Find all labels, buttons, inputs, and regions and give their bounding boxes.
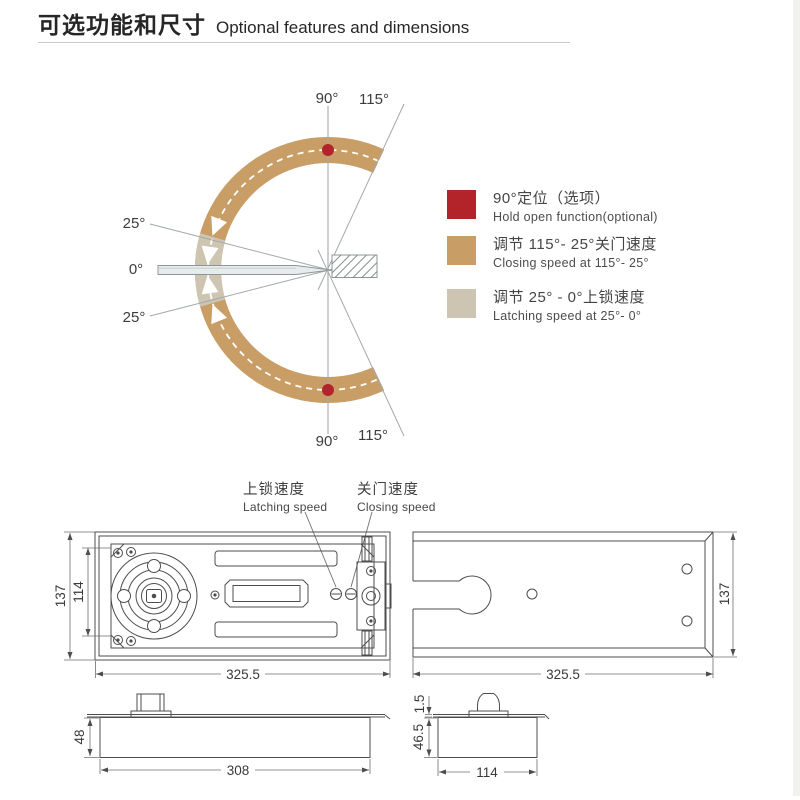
dim-side-width: 308 bbox=[227, 763, 250, 778]
latching-callout-en: Latching speed bbox=[243, 500, 328, 514]
plan-view-body bbox=[94, 531, 392, 661]
legend-item-latching-speed: 调节 25° - 0°上锁速度 Latching speed at 25°- 0… bbox=[447, 289, 645, 323]
dim-side-height: 48 bbox=[72, 729, 87, 744]
page-title-en: Optional features and dimensions bbox=[216, 18, 470, 37]
body-screw bbox=[210, 590, 220, 600]
dim-end-height: 46.5 bbox=[411, 724, 426, 750]
latching-speed-callout: 上锁速度 Latching speed bbox=[243, 478, 327, 514]
hold-open-dot-top bbox=[322, 144, 334, 156]
hold-open-swatch bbox=[447, 190, 476, 219]
label-0: 0° bbox=[129, 261, 143, 278]
legend-hold-open-zh: 90°定位（选项） bbox=[493, 190, 611, 207]
end-elevation bbox=[433, 693, 550, 758]
dim-cover-height: 137 bbox=[717, 583, 732, 606]
spindle-assembly bbox=[110, 552, 198, 640]
line-25deg-upper bbox=[149, 223, 334, 272]
plate-hole-bottom bbox=[681, 615, 693, 627]
end-spindle bbox=[477, 693, 500, 712]
dim-end-width: 114 bbox=[476, 765, 498, 780]
label-115-bottom: 115° bbox=[358, 427, 388, 444]
swing-path-dashed-line bbox=[207, 149, 380, 391]
upper-bar bbox=[214, 550, 338, 567]
dim-cover-width: 325.5 bbox=[546, 667, 580, 682]
door-leaf bbox=[157, 265, 332, 275]
closing-callout-en: Closing speed bbox=[357, 500, 436, 514]
plate-hole-center bbox=[526, 588, 538, 600]
plate-hole-top bbox=[681, 563, 693, 575]
label-90-top: 90° bbox=[316, 90, 339, 107]
dim-plan-inner-height: 114 bbox=[71, 581, 86, 603]
closing-speed-callout: 关门速度 Closing speed bbox=[357, 478, 436, 514]
legend-closing-en: Closing speed at 115°- 25° bbox=[493, 256, 649, 270]
latching-speed-screw bbox=[330, 588, 342, 600]
page-edge-shade bbox=[793, 0, 800, 796]
label-25-upper: 25° bbox=[123, 215, 146, 232]
angle-diagram: 90° 115° 25° 0° 25° 90° 115° bbox=[123, 90, 405, 450]
closing-speed-swatch bbox=[447, 236, 476, 265]
legend-latching-en: Latching speed at 25°- 0° bbox=[493, 309, 642, 323]
cover-plate-view bbox=[412, 531, 714, 658]
latching-callout-zh: 上锁速度 bbox=[243, 482, 305, 498]
page-title: 可选功能和尺寸 Optional features and dimensions bbox=[38, 6, 469, 40]
closing-callout-zh: 关门速度 bbox=[357, 482, 419, 498]
closing-speed-screw bbox=[345, 588, 357, 600]
legend-item-hold-open: 90°定位（选项） Hold open function(optional) bbox=[447, 190, 658, 224]
lower-bar bbox=[214, 621, 338, 638]
dimension-lines: 137 114 325.5 325.5 137 48 308 1.5 46.5 … bbox=[53, 531, 737, 780]
hold-open-dot-bottom bbox=[322, 384, 334, 396]
valve-block bbox=[356, 536, 392, 656]
middle-slot bbox=[224, 579, 309, 608]
dim-plan-outer-height: 137 bbox=[53, 585, 68, 608]
corner-screws bbox=[113, 547, 136, 646]
keyhole-slot bbox=[413, 575, 492, 615]
legend-item-closing-speed: 调节 115°- 25°关门速度 Closing speed at 115°- … bbox=[447, 236, 657, 270]
dim-plate-thickness: 1.5 bbox=[412, 695, 427, 714]
title-divider bbox=[38, 42, 570, 43]
legend-hold-open-en: Hold open function(optional) bbox=[493, 210, 658, 224]
label-25-lower: 25° bbox=[123, 309, 146, 326]
closing-speed-band bbox=[194, 137, 385, 403]
legend-closing-zh: 调节 115°- 25°关门速度 bbox=[493, 236, 657, 253]
legend-latching-zh: 调节 25° - 0°上锁速度 bbox=[493, 289, 646, 306]
side-elevation bbox=[87, 693, 391, 758]
frame-hatch-block bbox=[331, 254, 378, 278]
page-title-zh: 可选功能和尺寸 bbox=[38, 12, 206, 38]
dim-plan-width: 325.5 bbox=[226, 667, 260, 682]
latching-speed-swatch bbox=[447, 289, 476, 318]
label-90-bottom: 90° bbox=[316, 433, 339, 450]
direction-arrows bbox=[201, 215, 228, 325]
label-115-top: 115° bbox=[359, 91, 389, 108]
line-25deg-lower bbox=[149, 268, 334, 317]
line-115deg-bottom bbox=[317, 249, 405, 437]
